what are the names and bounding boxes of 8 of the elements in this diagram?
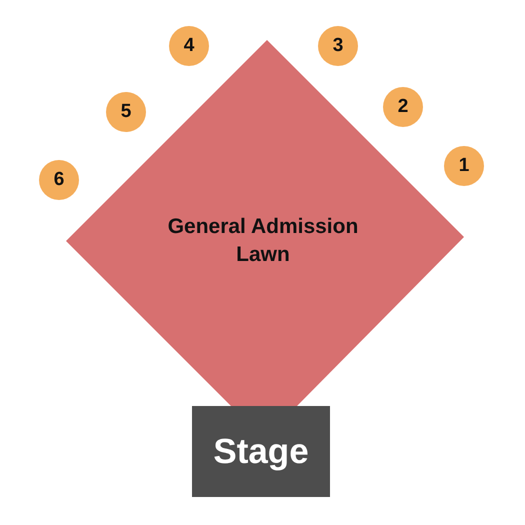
section-label: General Admission Lawn (166, 214, 360, 268)
seat-section-marker: 1 (444, 146, 484, 186)
stage-block: Stage (192, 406, 330, 497)
seat-section-marker: 5 (106, 92, 146, 132)
seat-section-marker: 3 (318, 26, 358, 66)
seat-section-marker: 4 (169, 26, 209, 66)
seat-section-marker: 2 (383, 87, 423, 127)
seat-section-marker: 6 (39, 160, 79, 200)
